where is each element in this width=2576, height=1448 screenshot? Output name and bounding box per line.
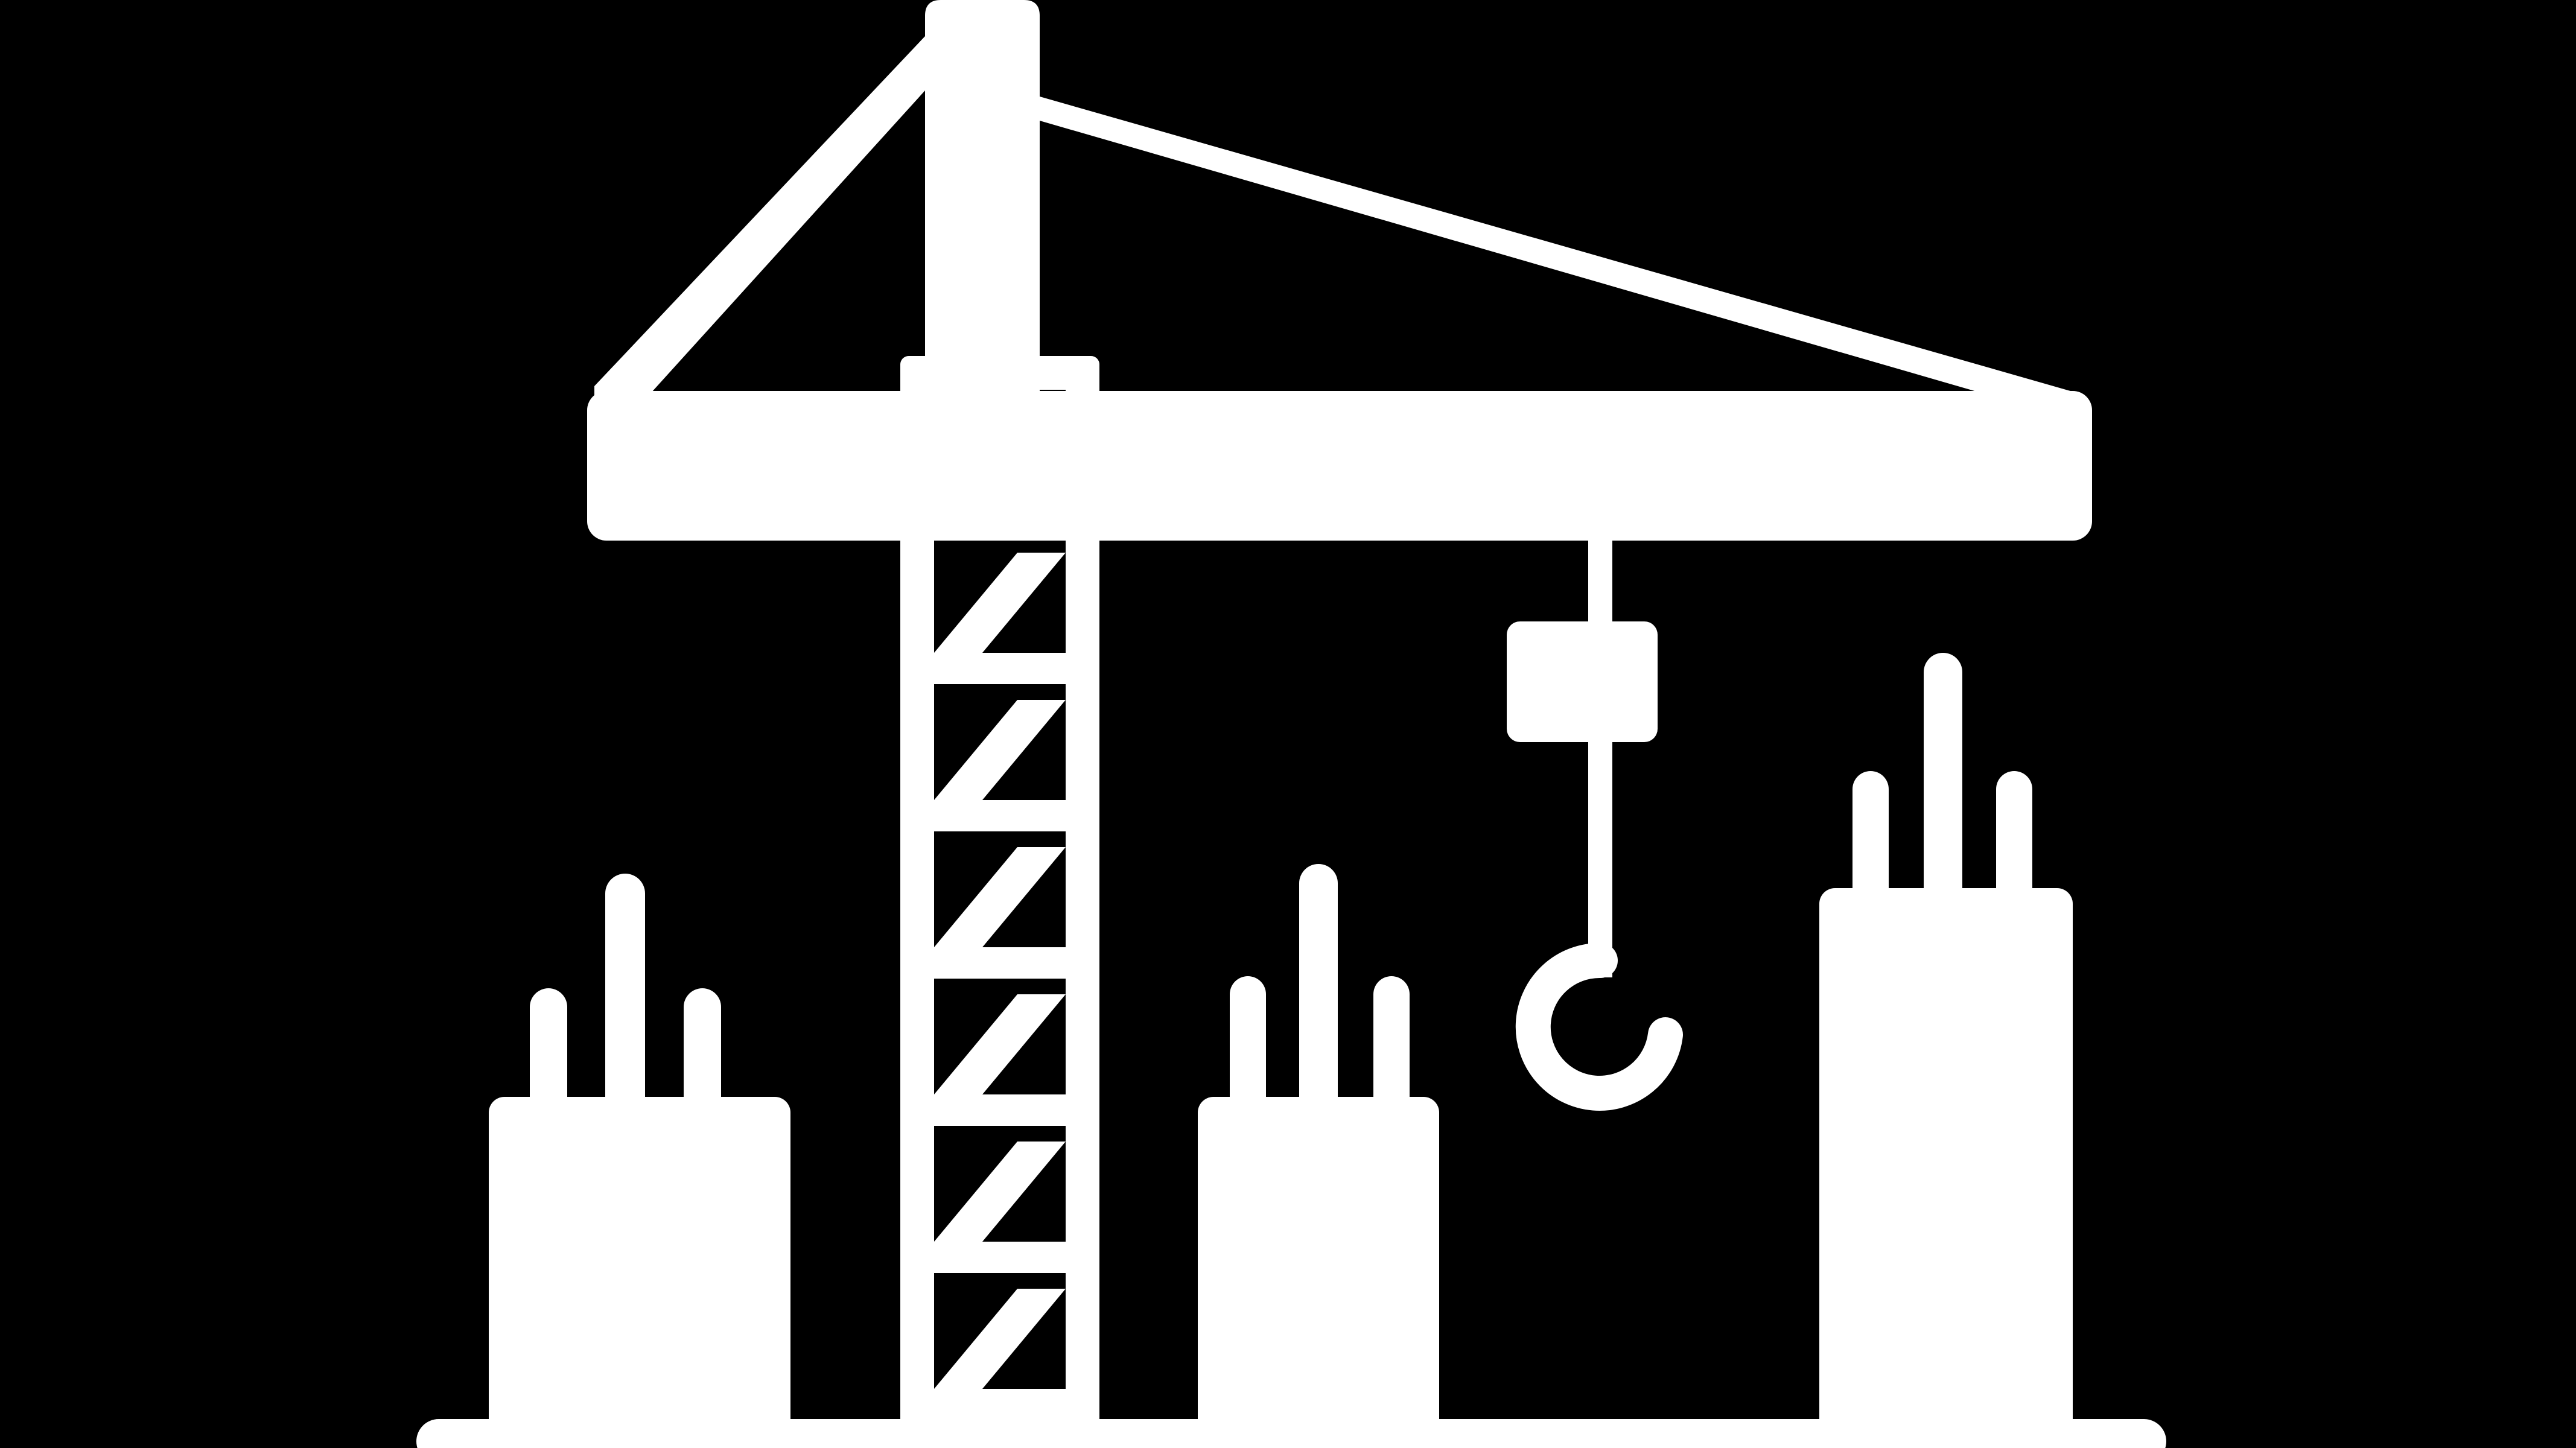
lattice-diagonal-5 — [934, 994, 1066, 1094]
lattice-mast-right-rail — [1066, 356, 1099, 1442]
hook-block — [1507, 621, 1658, 742]
lattice-rung-7 — [900, 1389, 1099, 1420]
counter-jib-stay-cable — [594, 36, 925, 405]
lattice-diagonal-3 — [934, 700, 1066, 800]
lattice-rung-2 — [900, 653, 1099, 684]
lattice-rung-1 — [900, 506, 1099, 537]
lattice-diagonal-braces — [934, 405, 1066, 1389]
building-middle-body — [1198, 1097, 1439, 1438]
lattice-mast-left-rail — [900, 356, 934, 1442]
lattice-diagonal-1 — [934, 405, 1066, 506]
building-left — [489, 874, 790, 1438]
lattice-diagonal-6 — [934, 1142, 1066, 1242]
building-left-pillar-3 — [684, 988, 721, 1121]
lifting-hook — [1515, 942, 1683, 1111]
jib-boom — [587, 391, 2092, 541]
lattice-rung-3 — [900, 800, 1099, 831]
lattice-diagonal-4 — [934, 847, 1066, 947]
building-right-body — [1819, 888, 2073, 1438]
hoist-cable-lower — [1588, 724, 1612, 977]
lattice-rung-5 — [900, 1094, 1099, 1126]
lattice-diagonal-7 — [934, 1289, 1066, 1389]
building-middle-pillar-1 — [1230, 976, 1266, 1121]
building-left-body — [489, 1097, 790, 1438]
lattice-diagonal-2 — [934, 553, 1066, 653]
building-middle-pillar-2 — [1299, 864, 1338, 1121]
building-middle-pillar-3 — [1373, 976, 1410, 1121]
building-right — [1819, 653, 2073, 1438]
building-right-pillar-3 — [1996, 771, 2032, 913]
tower-mast-top — [925, 0, 1040, 405]
building-left-pillar-2 — [605, 874, 645, 1121]
crane-artwork — [416, 0, 2166, 1448]
lattice-rung-4 — [900, 947, 1099, 979]
lattice-mast-top-cap — [900, 356, 1099, 390]
building-right-pillar-1 — [1852, 771, 1889, 913]
jib-stay-cable — [1040, 37, 2083, 422]
ground-bar — [416, 1419, 2166, 1448]
lattice-rung-6 — [900, 1242, 1099, 1273]
building-middle — [1198, 864, 1439, 1438]
building-left-pillar-1 — [530, 988, 567, 1121]
hoist-cable-upper — [1588, 495, 1612, 635]
building-right-pillar-2 — [1924, 653, 1962, 913]
